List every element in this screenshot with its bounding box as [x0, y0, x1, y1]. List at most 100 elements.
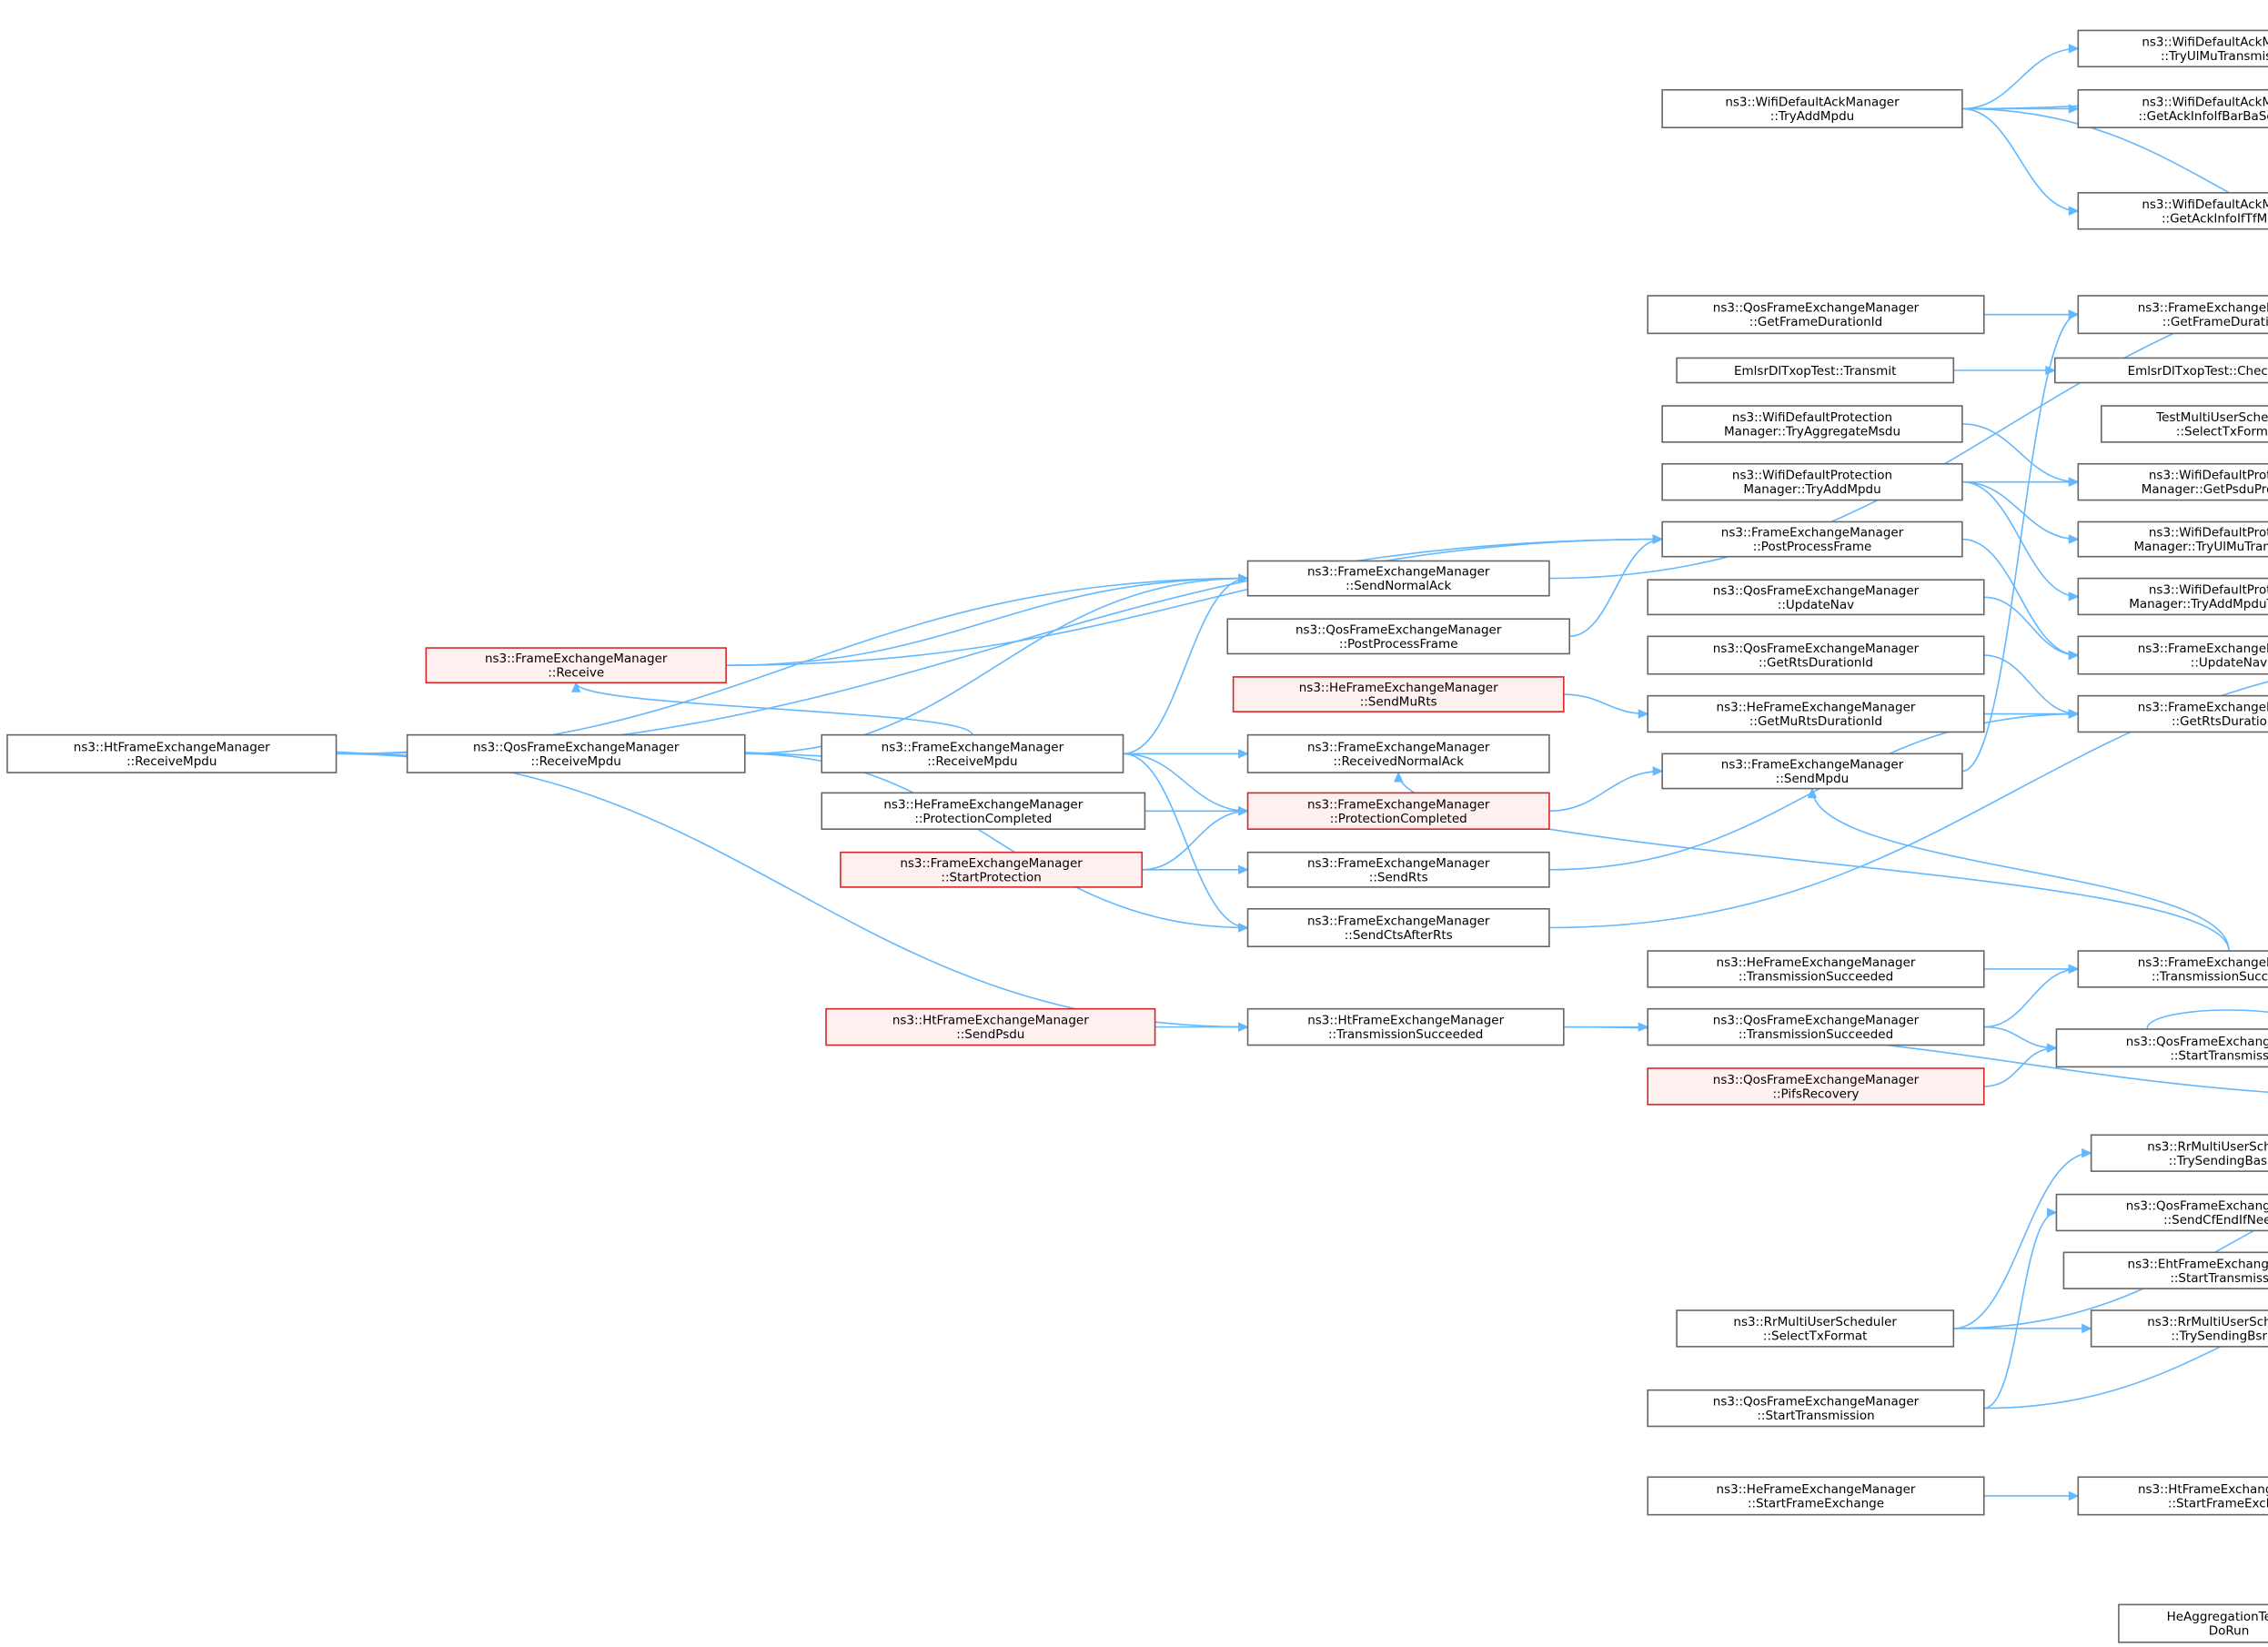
node-label-line: ::UpdateNav: [2191, 656, 2267, 671]
node-fem-sendctsafterrts[interactable]: ns3::FrameExchangeManager::SendCtsAfterR…: [1246, 907, 1550, 948]
node-label-line: ::SendPsdu: [956, 1027, 1024, 1042]
node-htfem-startframeex[interactable]: ns3::HtFrameExchangeManager::StartFrameE…: [2077, 1476, 2268, 1516]
node-ehtfem-starttrans[interactable]: ns3::EhtFrameExchangeManager::StartTrans…: [2062, 1251, 2268, 1289]
node-qfem-transsucc[interactable]: ns3::QosFrameExchangeManager::Transmissi…: [1647, 1007, 1985, 1046]
node-fem-receivednormalack[interactable]: ns3::FrameExchangeManager::ReceivedNorma…: [1246, 733, 1550, 773]
node-qfem-starttrans[interactable]: ns3::QosFrameExchangeManager::StartTrans…: [2055, 1028, 2268, 1068]
node-emlsr-checkblockack[interactable]: EmlsrDlTxopTest::CheckBlockAck: [2054, 357, 2268, 384]
node-label-line: Manager::GetPsduProtection: [2142, 482, 2268, 497]
node-box: [2055, 1028, 2268, 1068]
node-hefem-sendmurts[interactable]: ns3::HeFrameExchangeManager::SendMuRts: [1232, 676, 1565, 712]
node-label-line: ::GetAckInfoIfTfMuBar: [2162, 211, 2268, 226]
node-fem-transsucc[interactable]: ns3::FrameExchangeManager::TransmissionS…: [2077, 950, 2268, 988]
node-qfem-postprocess[interactable]: ns3::QosFrameExchangeManager::PostProces…: [1226, 618, 1570, 655]
node-qfem-getrtsduration[interactable]: ns3::QosFrameExchangeManager::GetRtsDura…: [1647, 635, 1985, 675]
node-dpm-aggregatemsdu[interactable]: ns3::WifiDefaultProtectionManager::TryAg…: [1661, 405, 1963, 443]
node-box: [1647, 1067, 1985, 1106]
node-emlsr-transmit[interactable]: EmlsrDlTxopTest::Transmit: [1676, 357, 1955, 384]
node-dpm-getpsdu[interactable]: ns3::WifiDefaultProtectionManager::GetPs…: [2077, 462, 2268, 501]
node-label-line: ns3::QosFrameExchangeManager: [1713, 1014, 1920, 1028]
node-box: [2077, 1476, 2268, 1516]
node-box: [821, 733, 1124, 773]
node-hefem-transsucc[interactable]: ns3::HeFrameExchangeManager::Transmissio…: [1647, 950, 1985, 988]
node-label-line: ::ReceivedNormalAck: [1333, 754, 1464, 769]
node-dpm-tryaddmpdu[interactable]: ns3::WifiDefaultProtectionManager::TryAd…: [1661, 462, 1963, 501]
node-hefem-protcompleted[interactable]: ns3::HeFrameExchangeManager::ProtectionC…: [821, 792, 1146, 830]
node-box: [1246, 560, 1550, 597]
node-box: [1661, 462, 1963, 501]
node-htfem-receivempdu[interactable]: ns3::HtFrameExchangeManager::ReceiveMpdu: [6, 733, 338, 773]
node-fem-startprotection[interactable]: ns3::FrameExchangeManager::StartProtecti…: [840, 851, 1144, 888]
node-label-line: ::SendNormalAck: [1346, 579, 1451, 593]
node-heagg-dorun[interactable]: HeAggregationTest::DoRun: [2118, 1603, 2268, 1643]
node-fem-receivempdu[interactable]: ns3::FrameExchangeManager::ReceiveMpdu: [821, 733, 1124, 773]
node-label-line: ::PostProcessFrame: [1339, 637, 1458, 652]
node-box: [1676, 1309, 1955, 1348]
node-box: [821, 792, 1146, 830]
node-label-line: ns3::RrMultiUserScheduler: [2147, 1139, 2268, 1154]
node-box: [2077, 577, 2268, 616]
node-rrmus-trysendingbsrp[interactable]: ns3::RrMultiUserScheduler::TrySendingBsr…: [2090, 1309, 2268, 1348]
node-label-line: ::PostProcessFrame: [1753, 540, 1872, 554]
node-fem-sendnormalack[interactable]: ns3::FrameExchangeManager::SendNormalAck: [1246, 560, 1550, 597]
node-qfem-starttrans2[interactable]: ns3::QosFrameExchangeManager::StartTrans…: [1647, 1389, 1985, 1428]
node-rrmus-selecttx[interactable]: ns3::RrMultiUserScheduler::SelectTxForma…: [1676, 1309, 1955, 1348]
node-hefem-startframeex[interactable]: ns3::HeFrameExchangeManager::StartFrameE…: [1647, 1476, 1985, 1516]
node-qfem-updatenav[interactable]: ns3::QosFrameExchangeManager::UpdateNav: [1647, 579, 1985, 616]
node-label-line: ns3::WifiDefaultAckManager: [1725, 96, 1900, 110]
node-fem-getrtsduration[interactable]: ns3::FrameExchangeManager::GetRtsDuratio…: [2077, 694, 2268, 733]
node-rrmus-trysendingbasictf[interactable]: ns3::RrMultiUserScheduler::TrySendingBas…: [2090, 1134, 2268, 1172]
edge-arrowhead: [2045, 365, 2057, 376]
edge-arrowhead: [2068, 44, 2080, 54]
node-qfem-getframeduration[interactable]: ns3::QosFrameExchangeManager::GetFrameDu…: [1647, 295, 1985, 335]
node-box: [1661, 520, 1963, 558]
node-label-line: ::StartTransmission: [2170, 1048, 2268, 1063]
node-label-line: ns3::QosFrameExchangeManager: [1713, 301, 1920, 316]
node-fem-protcompleted[interactable]: ns3::FrameExchangeManager::ProtectionCom…: [1246, 792, 1550, 830]
node-label-line: ns3::FrameExchangeManager: [1307, 797, 1490, 812]
call-edge: [1961, 313, 2079, 773]
node-dam-tryulmu[interactable]: ns3::WifiDefaultAckManager::TryUlMuTrans…: [2077, 29, 2268, 68]
node-box: [1232, 676, 1565, 712]
node-htfem-transsucc[interactable]: ns3::HtFrameExchangeManager::Transmissio…: [1246, 1007, 1565, 1046]
node-qfem-pifs[interactable]: ns3::QosFrameExchangeManager::PifsRecove…: [1647, 1067, 1985, 1106]
node-label-line: ns3::HeFrameExchangeManager: [1299, 681, 1498, 695]
node-dam-getackinfo[interactable]: ns3::WifiDefaultAckManager::GetAckInfoIf…: [2077, 88, 2268, 128]
node-box: [2077, 192, 2268, 230]
node-label-line: ns3::QosFrameExchangeManager: [1713, 1395, 1920, 1410]
node-fem-getframeduration[interactable]: ns3::FrameExchangeManager::GetFrameDurat…: [2077, 295, 2268, 335]
call-edge: [1569, 538, 1663, 638]
node-fem-sendmpdu[interactable]: ns3::FrameExchangeManager::SendMpdu: [1661, 753, 1963, 790]
node-fem-receive[interactable]: ns3::FrameExchangeManager::Receive: [425, 647, 727, 684]
node-dpm-tryulmu[interactable]: ns3::WifiDefaultProtectionManager::TryUl…: [2077, 520, 2268, 558]
node-label-line: ::StartFrameExchange: [2168, 1496, 2268, 1511]
node-fem-postprocess[interactable]: ns3::FrameExchangeManager::PostProcessFr…: [1661, 520, 1963, 558]
call-edge: [1123, 577, 1248, 755]
node-htfem-sendpsdu[interactable]: ns3::HtFrameExchangeManager::SendPsdu: [825, 1007, 1156, 1046]
node-label-line: ::ReceiveMpdu: [126, 754, 217, 769]
node-tmus-selecttx[interactable]: TestMultiUserScheduler::SelectTxFormat: [2101, 405, 2268, 443]
node-fem-updatenav[interactable]: ns3::FrameExchangeManager::UpdateNav: [2077, 635, 2268, 675]
node-box: [2077, 635, 2268, 675]
edge-arrowhead: [1238, 749, 1249, 759]
node-box: [425, 647, 727, 684]
node-label-line: ns3::HtFrameExchangeManager: [74, 740, 270, 754]
node-label-line: ns3::WifiDefaultProtection: [1732, 410, 1892, 425]
node-qfem-sendcfend[interactable]: ns3::QosFrameExchangeManager::SendCfEndI…: [2055, 1193, 2268, 1232]
node-box: [1647, 1389, 1985, 1428]
edge-arrowhead: [2046, 1207, 2058, 1218]
node-box: [2054, 357, 2268, 384]
node-label-line: ns3::FrameExchangeManager: [1307, 740, 1490, 754]
node-box: [1647, 1476, 1985, 1516]
node-label-line: ::StartFrameExchange: [1748, 1496, 1884, 1511]
node-dpm-tryaddmpdutomu[interactable]: ns3::WifiDefaultProtectionManager::TryAd…: [2077, 577, 2268, 616]
node-fem-sendrts[interactable]: ns3::FrameExchangeManager::SendRts: [1246, 851, 1550, 888]
node-label-line: ns3::QosFrameExchangeManager: [473, 740, 680, 754]
edge-arrowhead: [1238, 864, 1249, 875]
node-label-line: ns3::FrameExchangeManager: [2138, 955, 2268, 970]
node-qfem-receivempdu[interactable]: ns3::QosFrameExchangeManager::ReceiveMpd…: [406, 733, 746, 773]
node-label-line: ns3::QosFrameExchangeManager: [1713, 1073, 1920, 1087]
node-dam-getackinfotf[interactable]: ns3::WifiDefaultAckManager::GetAckInfoIf…: [2077, 192, 2268, 230]
node-hefem-getmurtsduration[interactable]: ns3::HeFrameExchangeManager::GetMuRtsDur…: [1647, 694, 1985, 733]
node-dam-tryaddmpdu[interactable]: ns3::WifiDefaultAckManager::TryAddMpdu: [1661, 88, 1963, 128]
